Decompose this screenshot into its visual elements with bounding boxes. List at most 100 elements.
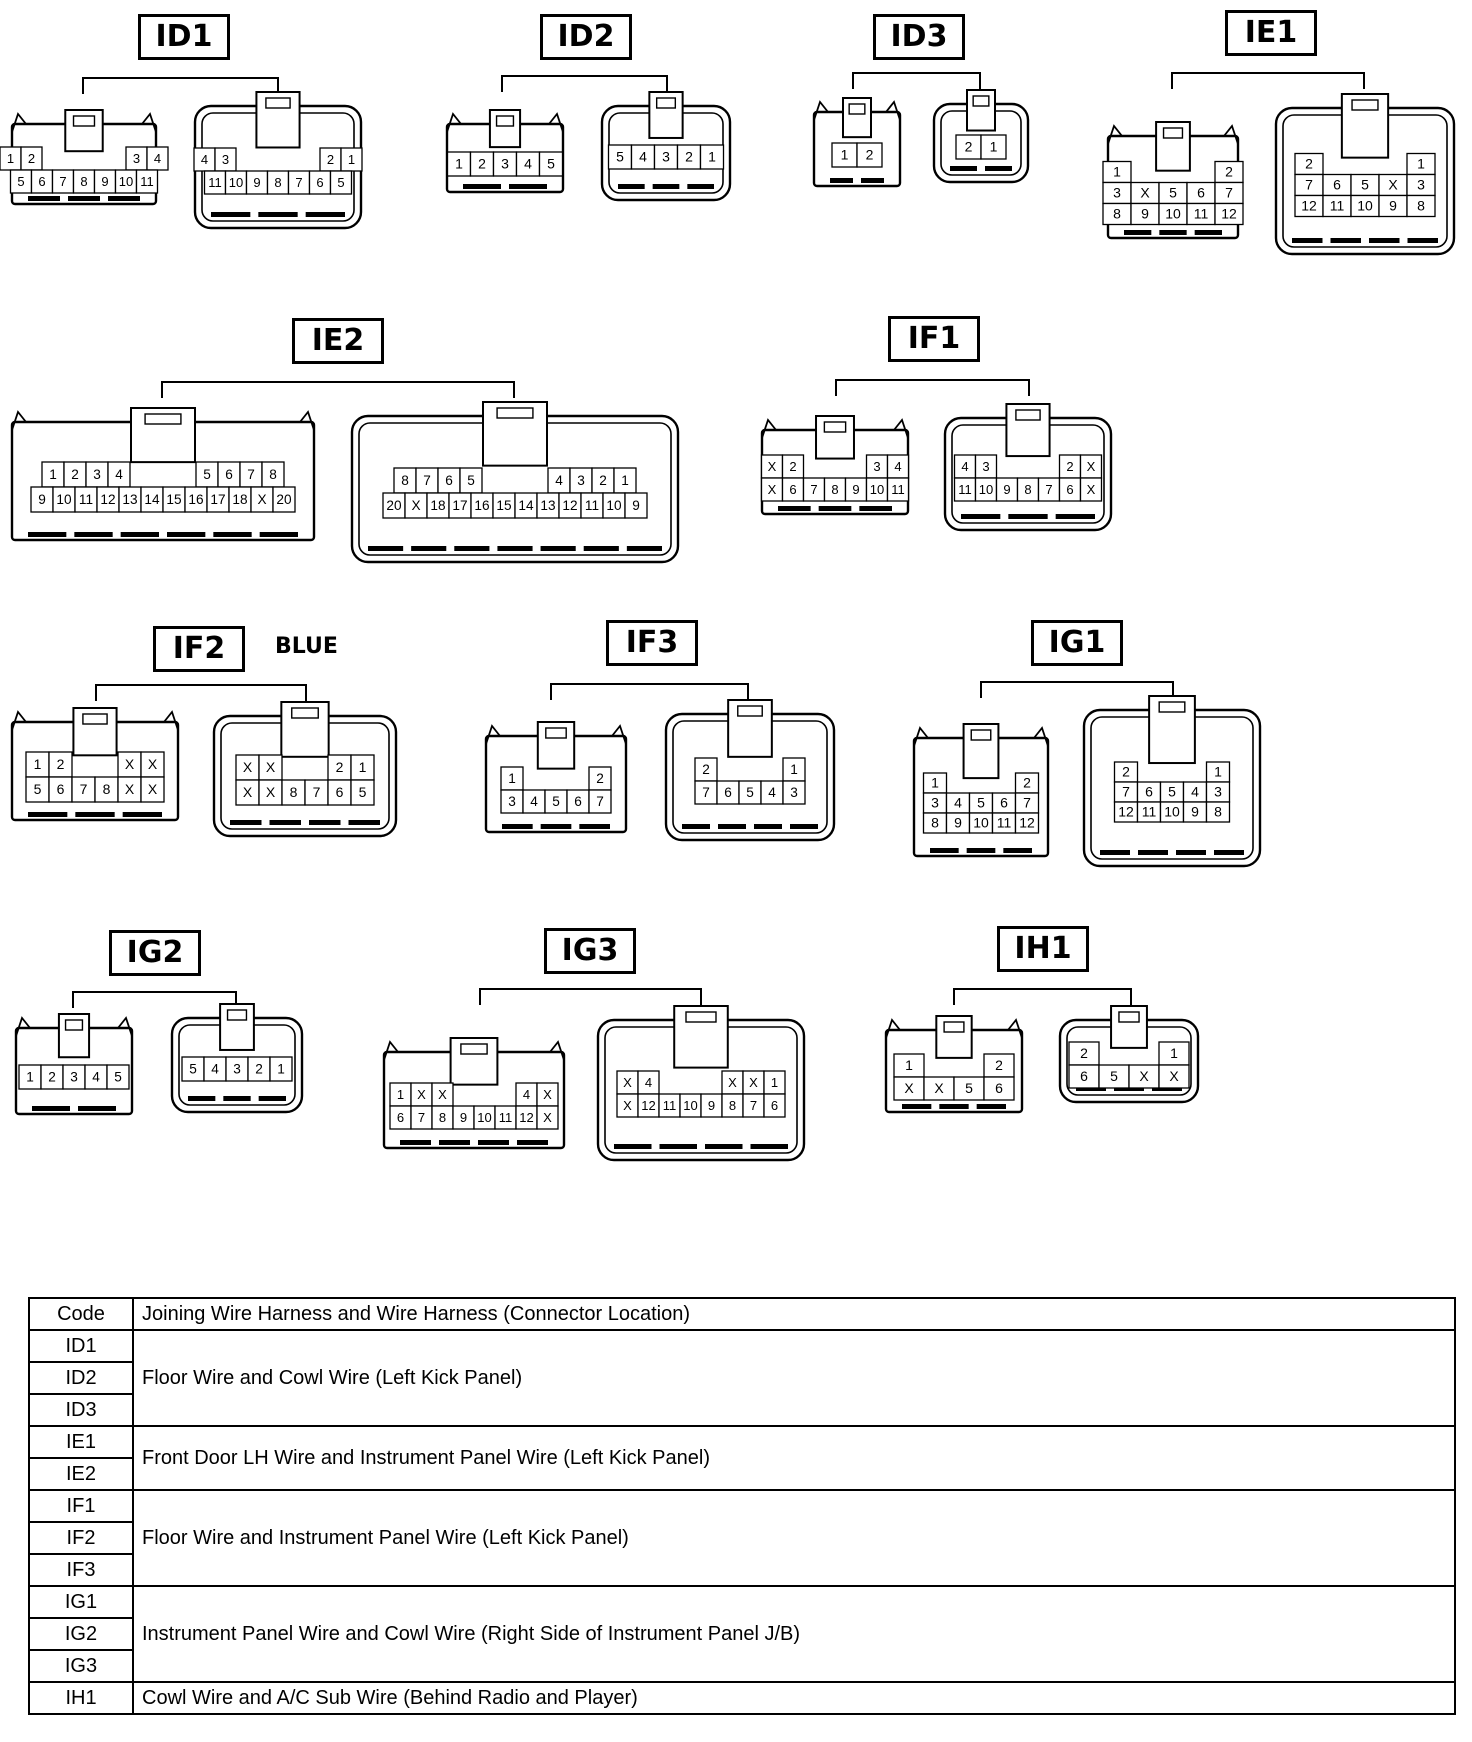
connector-ear (813, 100, 829, 121)
pin-number: 2 (255, 1062, 263, 1077)
connector-code-label: IF1 (888, 316, 980, 362)
table-description-cell: Cowl Wire and A/C Sub Wire (Behind Radio… (132, 1681, 1456, 1715)
pin-number: X (1169, 1068, 1179, 1084)
lock-tab (449, 1037, 499, 1086)
pin-number: 11 (140, 174, 154, 189)
keying-slot (1407, 238, 1438, 243)
pin-number: 7 (1045, 482, 1052, 497)
pin-number: 20 (276, 492, 292, 507)
pin-number: 10 (973, 815, 989, 831)
pin-number: 6 (57, 781, 65, 797)
pin-number: 12 (562, 498, 577, 513)
pin-number: 7 (1225, 185, 1233, 201)
keying-slot (626, 546, 662, 551)
pin-number: 11 (891, 482, 905, 497)
pair-bracket (550, 683, 749, 700)
pin-number: 5 (1169, 185, 1177, 201)
pin-number: 5 (17, 174, 24, 189)
pin-number: 1 (359, 759, 367, 775)
pin-number: 2 (685, 149, 693, 165)
keying-slot (478, 1140, 509, 1145)
pin-number: 8 (269, 467, 277, 482)
pin-number: 9 (38, 492, 46, 507)
pin-number: 2 (702, 762, 710, 777)
pin-number: 9 (1141, 206, 1149, 222)
keying-slot (1369, 238, 1400, 243)
connector-ear (1107, 124, 1123, 145)
pin-number: 18 (430, 498, 445, 513)
pin-cell (763, 1093, 786, 1118)
connector-code-label: IG1 (1031, 620, 1123, 666)
pin-cell (782, 780, 806, 805)
pin-number: X (768, 482, 777, 497)
keying-slot (368, 546, 404, 551)
pin-number: 7 (1023, 795, 1031, 811)
pin-number: 1 (841, 147, 849, 163)
keying-slot (1055, 514, 1095, 519)
pin-number: 7 (1305, 177, 1313, 193)
pin-number: 2 (596, 771, 604, 786)
pin-number: 1 (790, 762, 798, 777)
pin-number: 10 (119, 174, 133, 189)
pin-number: 11 (958, 482, 972, 497)
pin-number: 4 (211, 1062, 219, 1077)
pin-number: 11 (585, 498, 599, 513)
keying-slot (778, 506, 811, 511)
pin-cell (536, 1105, 559, 1130)
pin-number: 6 (38, 174, 45, 189)
pin-number: 10 (683, 1098, 697, 1113)
pin-number: 6 (445, 473, 453, 488)
pin-number: 1 (1170, 1045, 1178, 1061)
keying-slot (223, 1096, 251, 1101)
keying-slot (509, 184, 547, 189)
keying-slot (28, 532, 67, 537)
keying-slot (120, 532, 159, 537)
pin-number: 4 (92, 1070, 100, 1085)
pin-cell (1214, 202, 1244, 226)
keying-slot (939, 1104, 969, 1109)
pin-number: 1 (508, 771, 516, 786)
keying-slot (750, 1144, 788, 1149)
table-description-cell: Floor Wire and Instrument Panel Wire (Le… (132, 1489, 1456, 1587)
pin-number: X (411, 498, 420, 513)
pin-number: 14 (518, 498, 534, 513)
pin-number: 10 (1164, 804, 1180, 820)
keying-slot (652, 184, 680, 189)
connector-ear (299, 410, 315, 431)
pin-number: X (904, 1080, 914, 1096)
lock-tab-slot (848, 103, 866, 115)
pin-number: 3 (931, 795, 939, 811)
pin-number: 15 (496, 498, 511, 513)
table-code-cell: IG2 (28, 1617, 134, 1651)
pin-number: X (1139, 1068, 1149, 1084)
lock-tab (57, 1013, 91, 1059)
pin-number: 2 (1066, 459, 1073, 474)
keying-slot (754, 824, 782, 829)
table-description-cell: Floor Wire and Cowl Wire (Left Kick Pane… (132, 1329, 1456, 1427)
pin-number: 18 (232, 492, 247, 507)
connector-ear (15, 1016, 31, 1037)
keying-slot (502, 824, 533, 829)
keying-slot (718, 824, 746, 829)
pin-number: 12 (641, 1098, 655, 1113)
table-code-cell: IE2 (28, 1457, 134, 1491)
pin-number: 1 (397, 1087, 404, 1102)
connector-code-label: IH1 (997, 926, 1089, 972)
pin-cell (1014, 812, 1040, 834)
pin-cell (624, 492, 648, 519)
keying-slot (1214, 850, 1244, 855)
pin-number: 6 (336, 784, 344, 800)
lock-tab-slot (226, 1009, 248, 1021)
keying-slot (902, 1104, 932, 1109)
pin-number: 4 (894, 459, 901, 474)
pin-number: 1 (7, 151, 14, 166)
pin-cell (269, 1056, 293, 1082)
